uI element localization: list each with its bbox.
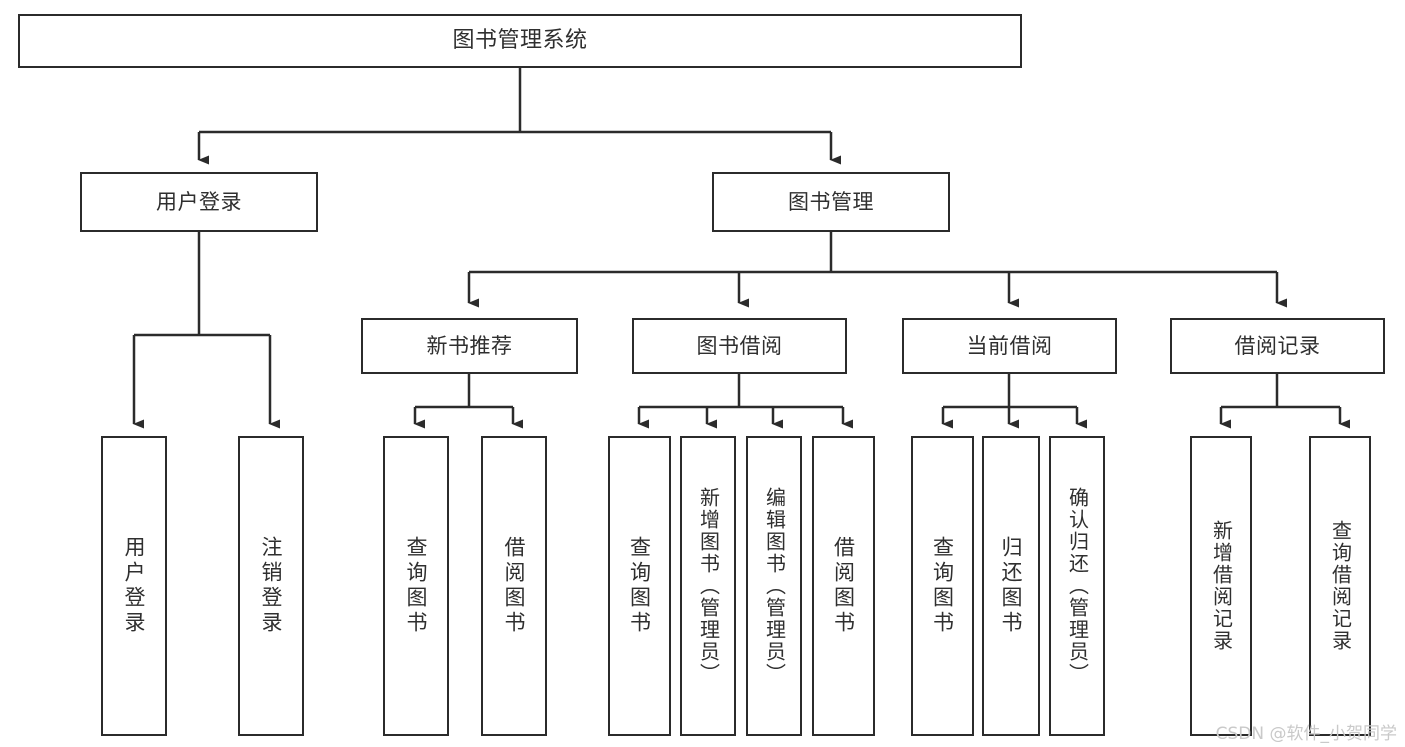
node-label: 编辑图书（管理员） [762,487,787,685]
node-new-book-recommendation[interactable]: 新书推荐 [361,318,578,374]
node-leaf-query-books-current[interactable]: 查询图书 [911,436,974,736]
node-label: 借阅记录 [1234,333,1321,358]
node-label: 新增借阅记录 [1209,520,1234,652]
node-label: 用户登录 [122,536,147,636]
csdn-watermark: CSDN @软件_小贺同学 [1215,724,1397,744]
node-leaf-logout[interactable]: 注销登录 [238,436,304,736]
node-leaf-confirm-return-admin[interactable]: 确认归还（管理员） [1049,436,1105,736]
node-label: 借阅图书 [502,536,527,636]
node-current-borrowing[interactable]: 当前借阅 [902,318,1117,374]
node-label: 归还图书 [999,536,1024,636]
node-leaf-add-borrow-record[interactable]: 新增借阅记录 [1190,436,1252,736]
node-label: 图书借阅 [696,333,783,358]
node-leaf-borrow-books-recommend[interactable]: 借阅图书 [481,436,547,736]
node-book-management[interactable]: 图书管理 [712,172,950,232]
node-leaf-query-books-recommend[interactable]: 查询图书 [383,436,449,736]
node-leaf-edit-book-admin[interactable]: 编辑图书（管理员） [746,436,802,736]
node-leaf-borrow-books-borrowing[interactable]: 借阅图书 [812,436,875,736]
node-label: 图书管理系统 [452,28,588,54]
node-label: 查询借阅记录 [1328,520,1353,652]
node-leaf-query-books-borrowing[interactable]: 查询图书 [608,436,671,736]
node-label: 用户登录 [156,189,242,214]
node-label: 注销登录 [259,536,284,636]
node-root-book-management-system[interactable]: 图书管理系统 [18,14,1022,68]
node-leaf-add-book-admin[interactable]: 新增图书（管理员） [680,436,736,736]
node-label: 借阅图书 [831,536,856,636]
node-leaf-return-books[interactable]: 归还图书 [982,436,1040,736]
node-borrowing-records[interactable]: 借阅记录 [1170,318,1385,374]
node-label: 确认归还（管理员） [1065,487,1090,685]
node-label: 当前借阅 [966,333,1053,358]
node-label: 新书推荐 [426,333,513,358]
node-label: 新增图书（管理员） [696,487,721,685]
node-leaf-query-borrow-record[interactable]: 查询借阅记录 [1309,436,1371,736]
node-user-login[interactable]: 用户登录 [80,172,318,232]
node-leaf-user-login[interactable]: 用户登录 [101,436,167,736]
node-label: 查询图书 [627,536,652,636]
node-label: 图书管理 [788,189,874,214]
node-book-borrowing[interactable]: 图书借阅 [632,318,847,374]
node-label: 查询图书 [404,536,429,636]
node-label: 查询图书 [930,536,955,636]
